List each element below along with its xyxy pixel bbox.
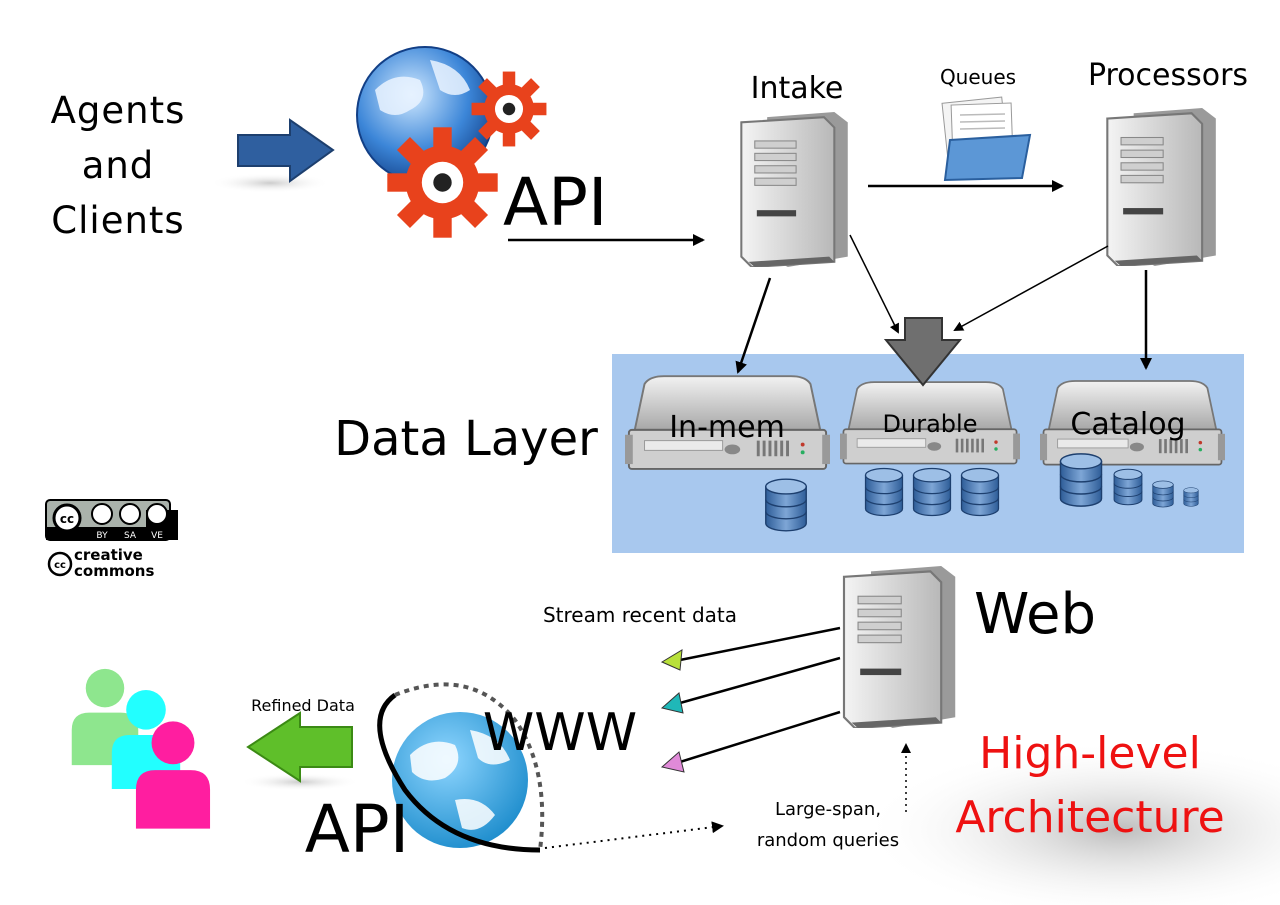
agents-line-3: Clients (51, 199, 184, 242)
stream-label: Stream recent data (543, 603, 737, 627)
diagram-title-line-1: High-level (979, 728, 1201, 779)
large-span-line-2: random queries (757, 830, 899, 851)
database-icon (864, 467, 904, 517)
people-icon (71, 668, 211, 829)
web-label: Web (974, 582, 1096, 647)
processors-to-durable-arrow (953, 245, 1109, 331)
cc-brand-line-2: commons (74, 562, 154, 580)
processors-server-icon (1106, 108, 1217, 266)
database-icon (765, 478, 807, 532)
durable-label: Durable (883, 410, 978, 438)
down-arrow-icon (883, 317, 963, 387)
diagram-title-line-2: Architecture (955, 792, 1224, 843)
refined-data-label: Refined Data (251, 696, 355, 715)
database-icon (912, 467, 952, 517)
database-icon (1183, 487, 1199, 507)
www-globe-icon (377, 682, 545, 853)
cc-brand-line-1: creative (74, 546, 143, 564)
svg-text:cc: cc (60, 512, 74, 526)
green-arrow-icon (240, 711, 360, 791)
corner-shadow (860, 740, 1280, 905)
in-mem-label: In-mem (669, 410, 785, 445)
queues-label: Queues (940, 65, 1016, 89)
api-top-label: API (503, 164, 607, 241)
blue-arrow-icon (210, 118, 335, 193)
cc-sa: SA (124, 531, 137, 541)
web-server-icon (842, 566, 957, 728)
data-layer-label: Data Layer (334, 411, 598, 467)
intake-to-inmem-arrow (735, 277, 772, 374)
svg-text:cc: cc (54, 560, 66, 571)
database-icon (960, 467, 1000, 517)
processors-label: Processors (1088, 58, 1248, 93)
database-icon (1059, 453, 1103, 507)
agents-and-clients-label: Agents and Clients (51, 89, 186, 242)
intake-server-icon (740, 112, 849, 267)
folder-icon (941, 96, 1032, 182)
gear-icon (387, 127, 498, 238)
cc-by: BY (96, 531, 108, 541)
cc-license-icon: cc BY SA VE cc creative commons (45, 499, 178, 580)
www-label: WWW (483, 703, 637, 763)
intake-label: Intake (751, 71, 844, 106)
api-to-queries-arrow (544, 821, 724, 849)
api-bottom-label: API (305, 791, 409, 868)
gear-icon (471, 71, 547, 147)
catalog-label: Catalog (1070, 407, 1185, 442)
database-icon (1152, 480, 1174, 508)
large-span-line-1: Large-span, (775, 799, 881, 820)
web-to-www-arrows (660, 626, 841, 773)
database-icon (1113, 468, 1143, 506)
agents-line-1: Agents (51, 89, 186, 132)
agents-line-2: and (82, 144, 155, 187)
cc-ve: VE (151, 531, 163, 541)
intake-to-durable-arrow (849, 234, 899, 334)
